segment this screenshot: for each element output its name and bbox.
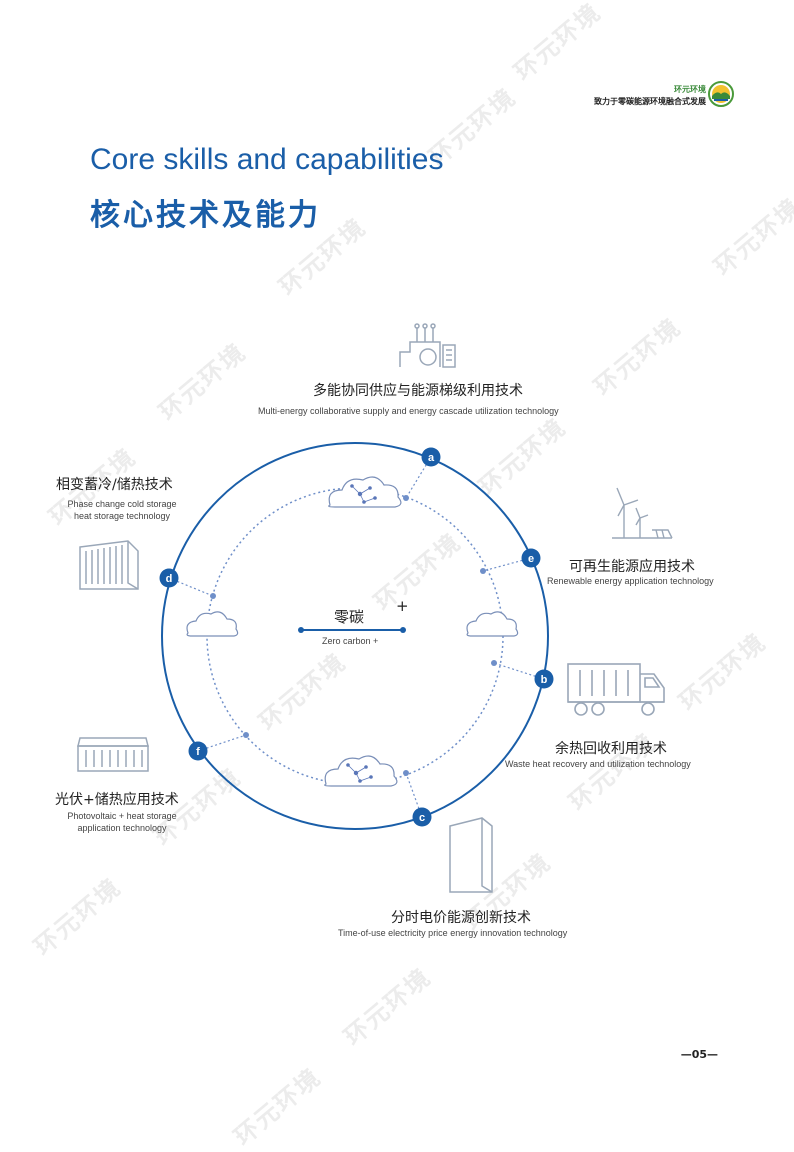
junction-dot: [403, 495, 409, 501]
node-a-title: 多能协同供应与能源梯级利用技术: [313, 383, 523, 399]
node-a-subtitle: Multi-energy collaborative supply and en…: [258, 406, 559, 416]
svg-text:d: d: [166, 573, 173, 585]
connector-e: [482, 557, 532, 572]
node-d-title: 相变蓄冷/储热技术: [56, 477, 173, 493]
svg-text:e: e: [528, 553, 534, 565]
node-badge-b: b: [534, 669, 554, 689]
center-plus: +: [396, 597, 409, 615]
node-f-title: 光伏+储热应用技术: [55, 792, 179, 808]
node-e-title: 可再生能源应用技术: [569, 559, 695, 575]
center-label-cn: 零碳: [334, 608, 365, 626]
outer-ring: [161, 442, 549, 830]
junction-dot: [480, 568, 486, 574]
svg-text:b: b: [541, 674, 548, 686]
node-badge-f: f: [188, 741, 208, 761]
center-line-end: [400, 627, 406, 633]
storage-container-icon: [79, 540, 139, 590]
node-e-subtitle: Renewable energy application technology: [547, 576, 714, 586]
brand-slogan: 致力于零碳能源环境融合式发展: [594, 97, 706, 106]
factory-icon: [399, 323, 456, 368]
node-badge-c: c: [412, 807, 432, 827]
connector-c: [405, 772, 423, 818]
brand-name: 环元环境: [674, 85, 706, 94]
node-badge-a: a: [421, 447, 441, 467]
center-line-end: [298, 627, 304, 633]
svg-text:f: f: [196, 746, 200, 758]
node-f-subtitle-line2: application technology: [77, 823, 167, 833]
cloud-network-icon: [324, 755, 398, 787]
svg-text:c: c: [419, 812, 425, 824]
node-d-subtitle-line2: heat storage technology: [73, 511, 171, 521]
node-c-subtitle: Time-of-use electricity price energy inn…: [338, 928, 568, 938]
node-badge-d: d: [159, 568, 179, 588]
capability-diagram: [77, 323, 673, 893]
connector-f: [197, 734, 247, 752]
brand-logo-icon: [708, 81, 734, 107]
cloud-icon: [186, 611, 239, 637]
page-title-en: Core skills and capabilities: [90, 143, 444, 176]
page-title-cn: 核心技术及能力: [90, 198, 321, 233]
page-number: —05—: [680, 1048, 718, 1061]
cloud-network-icon: [328, 476, 402, 508]
cloud-icon: [466, 611, 519, 637]
storage-cabinet-icon: [449, 817, 493, 893]
node-b-subtitle: Waste heat recovery and utilization tech…: [505, 759, 691, 769]
junction-dot: [403, 770, 409, 776]
junction-dot: [491, 660, 497, 666]
center-label-en: Zero carbon +: [322, 636, 379, 646]
svg-text:a: a: [428, 452, 435, 464]
node-c-title: 分时电价能源创新技术: [391, 910, 531, 926]
node-f-subtitle-line1: Photovoltaic + heat storage: [67, 811, 177, 821]
wind-turbine-icon: [612, 487, 673, 539]
node-d-subtitle-line1: Phase change cold storage: [67, 499, 177, 509]
junction-dot: [210, 593, 216, 599]
connector-a: [405, 456, 432, 499]
node-b-title: 余热回收利用技术: [555, 741, 667, 757]
junction-dot: [243, 732, 249, 738]
truck-icon: [567, 663, 665, 716]
node-badge-e: e: [521, 548, 541, 568]
connector-d: [168, 577, 214, 597]
container-module-icon: [77, 737, 149, 772]
